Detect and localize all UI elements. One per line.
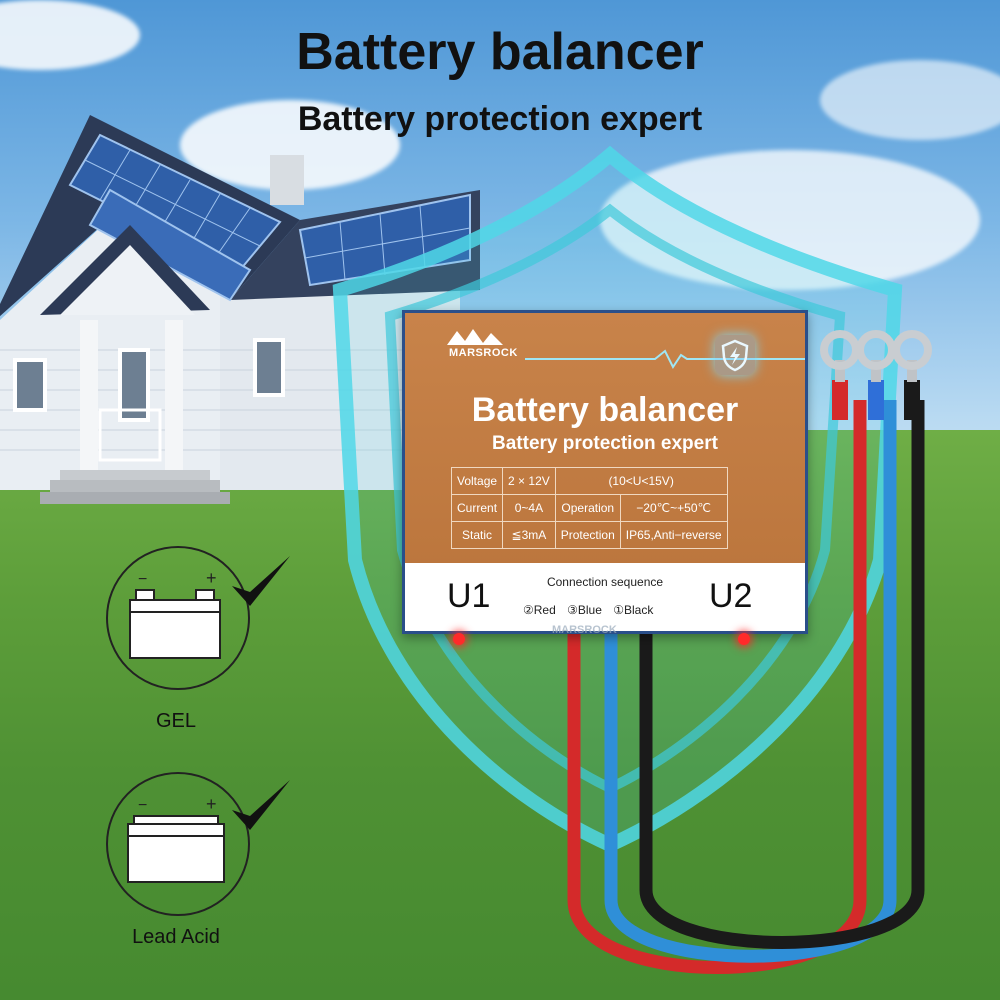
- brand-name: MARSROCK: [449, 347, 518, 359]
- svg-text:−: −: [138, 797, 147, 814]
- spec-value: 0~4A: [502, 494, 556, 522]
- device-subtitle: Battery protection expert: [492, 433, 718, 454]
- red-wire: [567, 400, 867, 974]
- gel-label: GEL: [155, 710, 197, 732]
- spec-label: Current: [450, 494, 504, 522]
- battery-icon: − +: [127, 794, 225, 883]
- battery-balancer-device: MARSROCK Battery balancer Battery protec…: [402, 310, 808, 634]
- svg-text:+: +: [206, 794, 217, 814]
- bottom-brand: MARSROCK: [552, 624, 617, 636]
- check-icon: [232, 780, 290, 830]
- spec-value: −20℃~+50℃: [619, 494, 728, 522]
- svg-text:+: +: [206, 568, 217, 588]
- spec-label: Static: [450, 521, 504, 549]
- spec-label: Protection: [554, 521, 621, 549]
- spec-value: (10<U<15V): [554, 467, 728, 495]
- sequence-black: ①Black: [613, 603, 654, 617]
- black-wire: [639, 400, 925, 949]
- spec-value: 2 × 12V: [502, 467, 556, 495]
- cloud: [820, 60, 1000, 140]
- page-subtitle: Battery protection expert: [297, 100, 703, 138]
- brand-logo-icon: [447, 329, 503, 345]
- table-row: Static ≦3mA Protection IP65,Anti−reverse: [450, 521, 728, 549]
- sequence-red: ②Red: [523, 603, 556, 617]
- spec-table: Voltage 2 × 12V (10<U<15V) Current 0~4A …: [450, 467, 728, 549]
- device-title: Battery balancer: [471, 391, 739, 429]
- spec-value: ≦3mA: [502, 521, 556, 549]
- connection-sequence: ②Red ③Blue ①Black: [523, 603, 661, 617]
- spec-value: IP65,Anti−reverse: [619, 521, 728, 549]
- svg-text:−: −: [138, 571, 147, 588]
- u2-label: U2: [709, 577, 753, 615]
- lead-acid-label: Lead Acid: [132, 926, 220, 948]
- gel-battery-badge: − +: [106, 546, 250, 690]
- page-title: Battery balancer: [296, 23, 704, 81]
- lightning-shield-icon: [715, 335, 755, 375]
- led-indicator-right: [738, 633, 750, 645]
- spec-label: Voltage: [450, 467, 504, 495]
- sequence-blue: ③Blue: [567, 603, 602, 617]
- spec-label: Operation: [554, 494, 621, 522]
- lead-acid-battery-badge: − +: [106, 772, 250, 916]
- ring-terminal-icon: [820, 330, 932, 420]
- connection-panel: U1 U2 Connection sequence ②Red ③Blue ①Bl…: [405, 563, 805, 631]
- table-row: Current 0~4A Operation −20℃~+50℃: [450, 494, 728, 522]
- cloud: [600, 150, 980, 290]
- connection-sequence-title: Connection sequence: [546, 575, 664, 589]
- check-icon: [232, 556, 290, 606]
- table-row: Voltage 2 × 12V (10<U<15V): [450, 467, 728, 495]
- u1-label: U1: [447, 577, 491, 615]
- led-indicator-left: [453, 633, 465, 645]
- battery-icon: − +: [129, 568, 221, 659]
- pulse-line: [525, 349, 805, 369]
